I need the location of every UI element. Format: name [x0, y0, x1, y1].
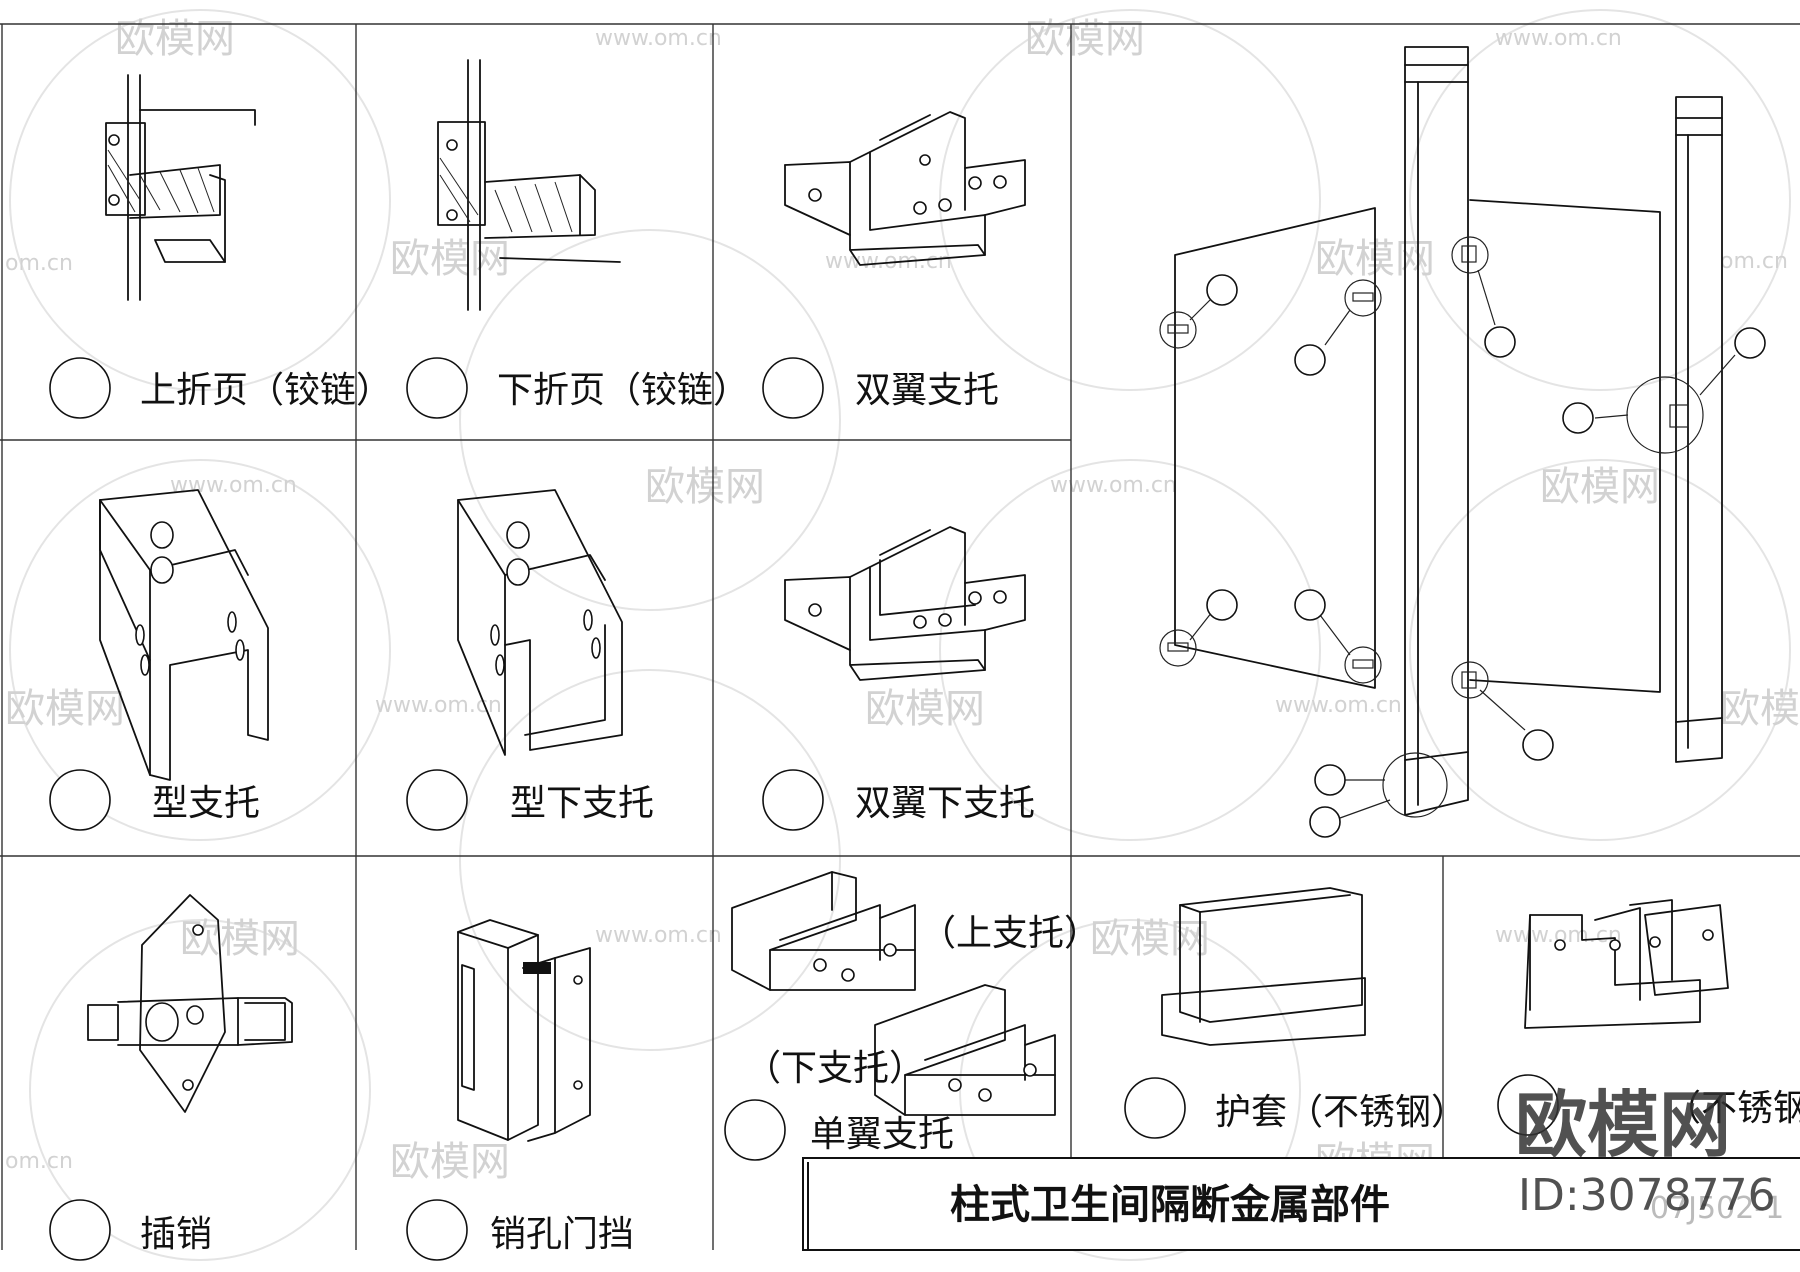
watermark-brand: 欧模网 [180, 916, 300, 962]
double-wing-lower-bracket-drawing: 双翼下支托 [762, 526, 1035, 831]
watermark-brand: 欧模网 [1540, 464, 1660, 510]
label-cover: （不锈钢） [1665, 1088, 1800, 1129]
watermark-url: www.om.cn [1050, 473, 1177, 498]
upper-hinge-drawing: 上折页（铰链） [49, 74, 392, 419]
cover-drawing: （不锈钢） [1497, 899, 1800, 1136]
label-strike-stop: 销孔门挡 [490, 1214, 634, 1255]
label-sleeve: 护套（不锈钢） [1215, 1092, 1467, 1133]
label-u-lower-bracket: 型下支托 [510, 783, 654, 824]
double-wing-bracket-drawing: 双翼支托 [762, 111, 1026, 419]
label-upper-bracket: （上支托） [920, 913, 1100, 954]
logo-text: 欧模网 [1515, 1083, 1731, 1167]
watermark-url: om.cn [5, 1149, 73, 1174]
u-bracket-drawing: 型支托 [49, 489, 269, 831]
watermark-url: www.om.cn [1495, 26, 1622, 51]
title-block: 柱式卫生间隔断金属部件 07J502-1 [802, 1157, 1800, 1251]
watermark-brand: 欧模网 [865, 686, 985, 732]
watermark-layer: 欧模网 www.om.cn 欧模网 www.om.cn om.cn 欧模网 ww… [5, 9, 1800, 1261]
label-lower-bracket: （下支托） [745, 1048, 925, 1089]
label-upper-hinge: 上折页（铰链） [140, 370, 392, 411]
label-latch: 插销 [140, 1214, 212, 1255]
assembly-drawing [1159, 46, 1766, 838]
watermark-brand: 欧模网 [1090, 916, 1210, 962]
title-block-drawing-number: 07J502-1 [1650, 1191, 1784, 1226]
om-logo-watermark: 欧模网 ID:3078776 [1515, 1083, 1776, 1221]
lower-hinge-drawing: 下折页（铰链） [406, 59, 749, 419]
watermark-url: www.om.cn [375, 693, 502, 718]
label-double-wing-bracket: 双翼支托 [855, 370, 999, 411]
latch-drawing: 插销 [49, 894, 293, 1261]
watermark-brand: 欧模网 [5, 686, 125, 732]
label-double-wing-lower-bracket: 双翼下支托 [855, 783, 1035, 824]
grid-frame [0, 23, 1800, 1250]
watermark-brand: 欧模网 [390, 236, 510, 282]
watermark-url: www.om.cn [1275, 693, 1402, 718]
label-single-wing-bracket: 单翼支托 [810, 1114, 954, 1155]
label-u-bracket: 型支托 [152, 783, 260, 824]
watermark-url: www.om.cn [595, 923, 722, 948]
watermark-brand: 欧模网 [1720, 686, 1800, 732]
logo-id: ID:3078776 [1518, 1170, 1776, 1221]
watermark-url: om.cn [1720, 249, 1788, 274]
watermark-url: www.om.cn [170, 473, 297, 498]
watermark-brand: 欧模网 [1025, 16, 1145, 62]
sleeve-drawing: 护套（不锈钢） [1124, 887, 1467, 1139]
watermark-url: www.om.cn [595, 26, 722, 51]
label-lower-hinge: 下折页（铰链） [497, 370, 749, 411]
single-wing-bracket-drawing: （上支托） （下支托） 单翼支托 [724, 871, 1100, 1161]
title-block-title: 柱式卫生间隔断金属部件 [950, 1182, 1390, 1228]
watermark-brand: 欧模网 [645, 464, 765, 510]
watermark-brand: 欧模网 [390, 1139, 510, 1185]
watermark-url: om.cn [5, 251, 73, 276]
watermark-url: www.om.cn [825, 249, 952, 274]
u-lower-bracket-drawing: 型下支托 [406, 489, 654, 831]
strike-stop-drawing: 销孔门挡 [406, 919, 634, 1261]
watermark-brand: 欧模网 [115, 16, 235, 62]
